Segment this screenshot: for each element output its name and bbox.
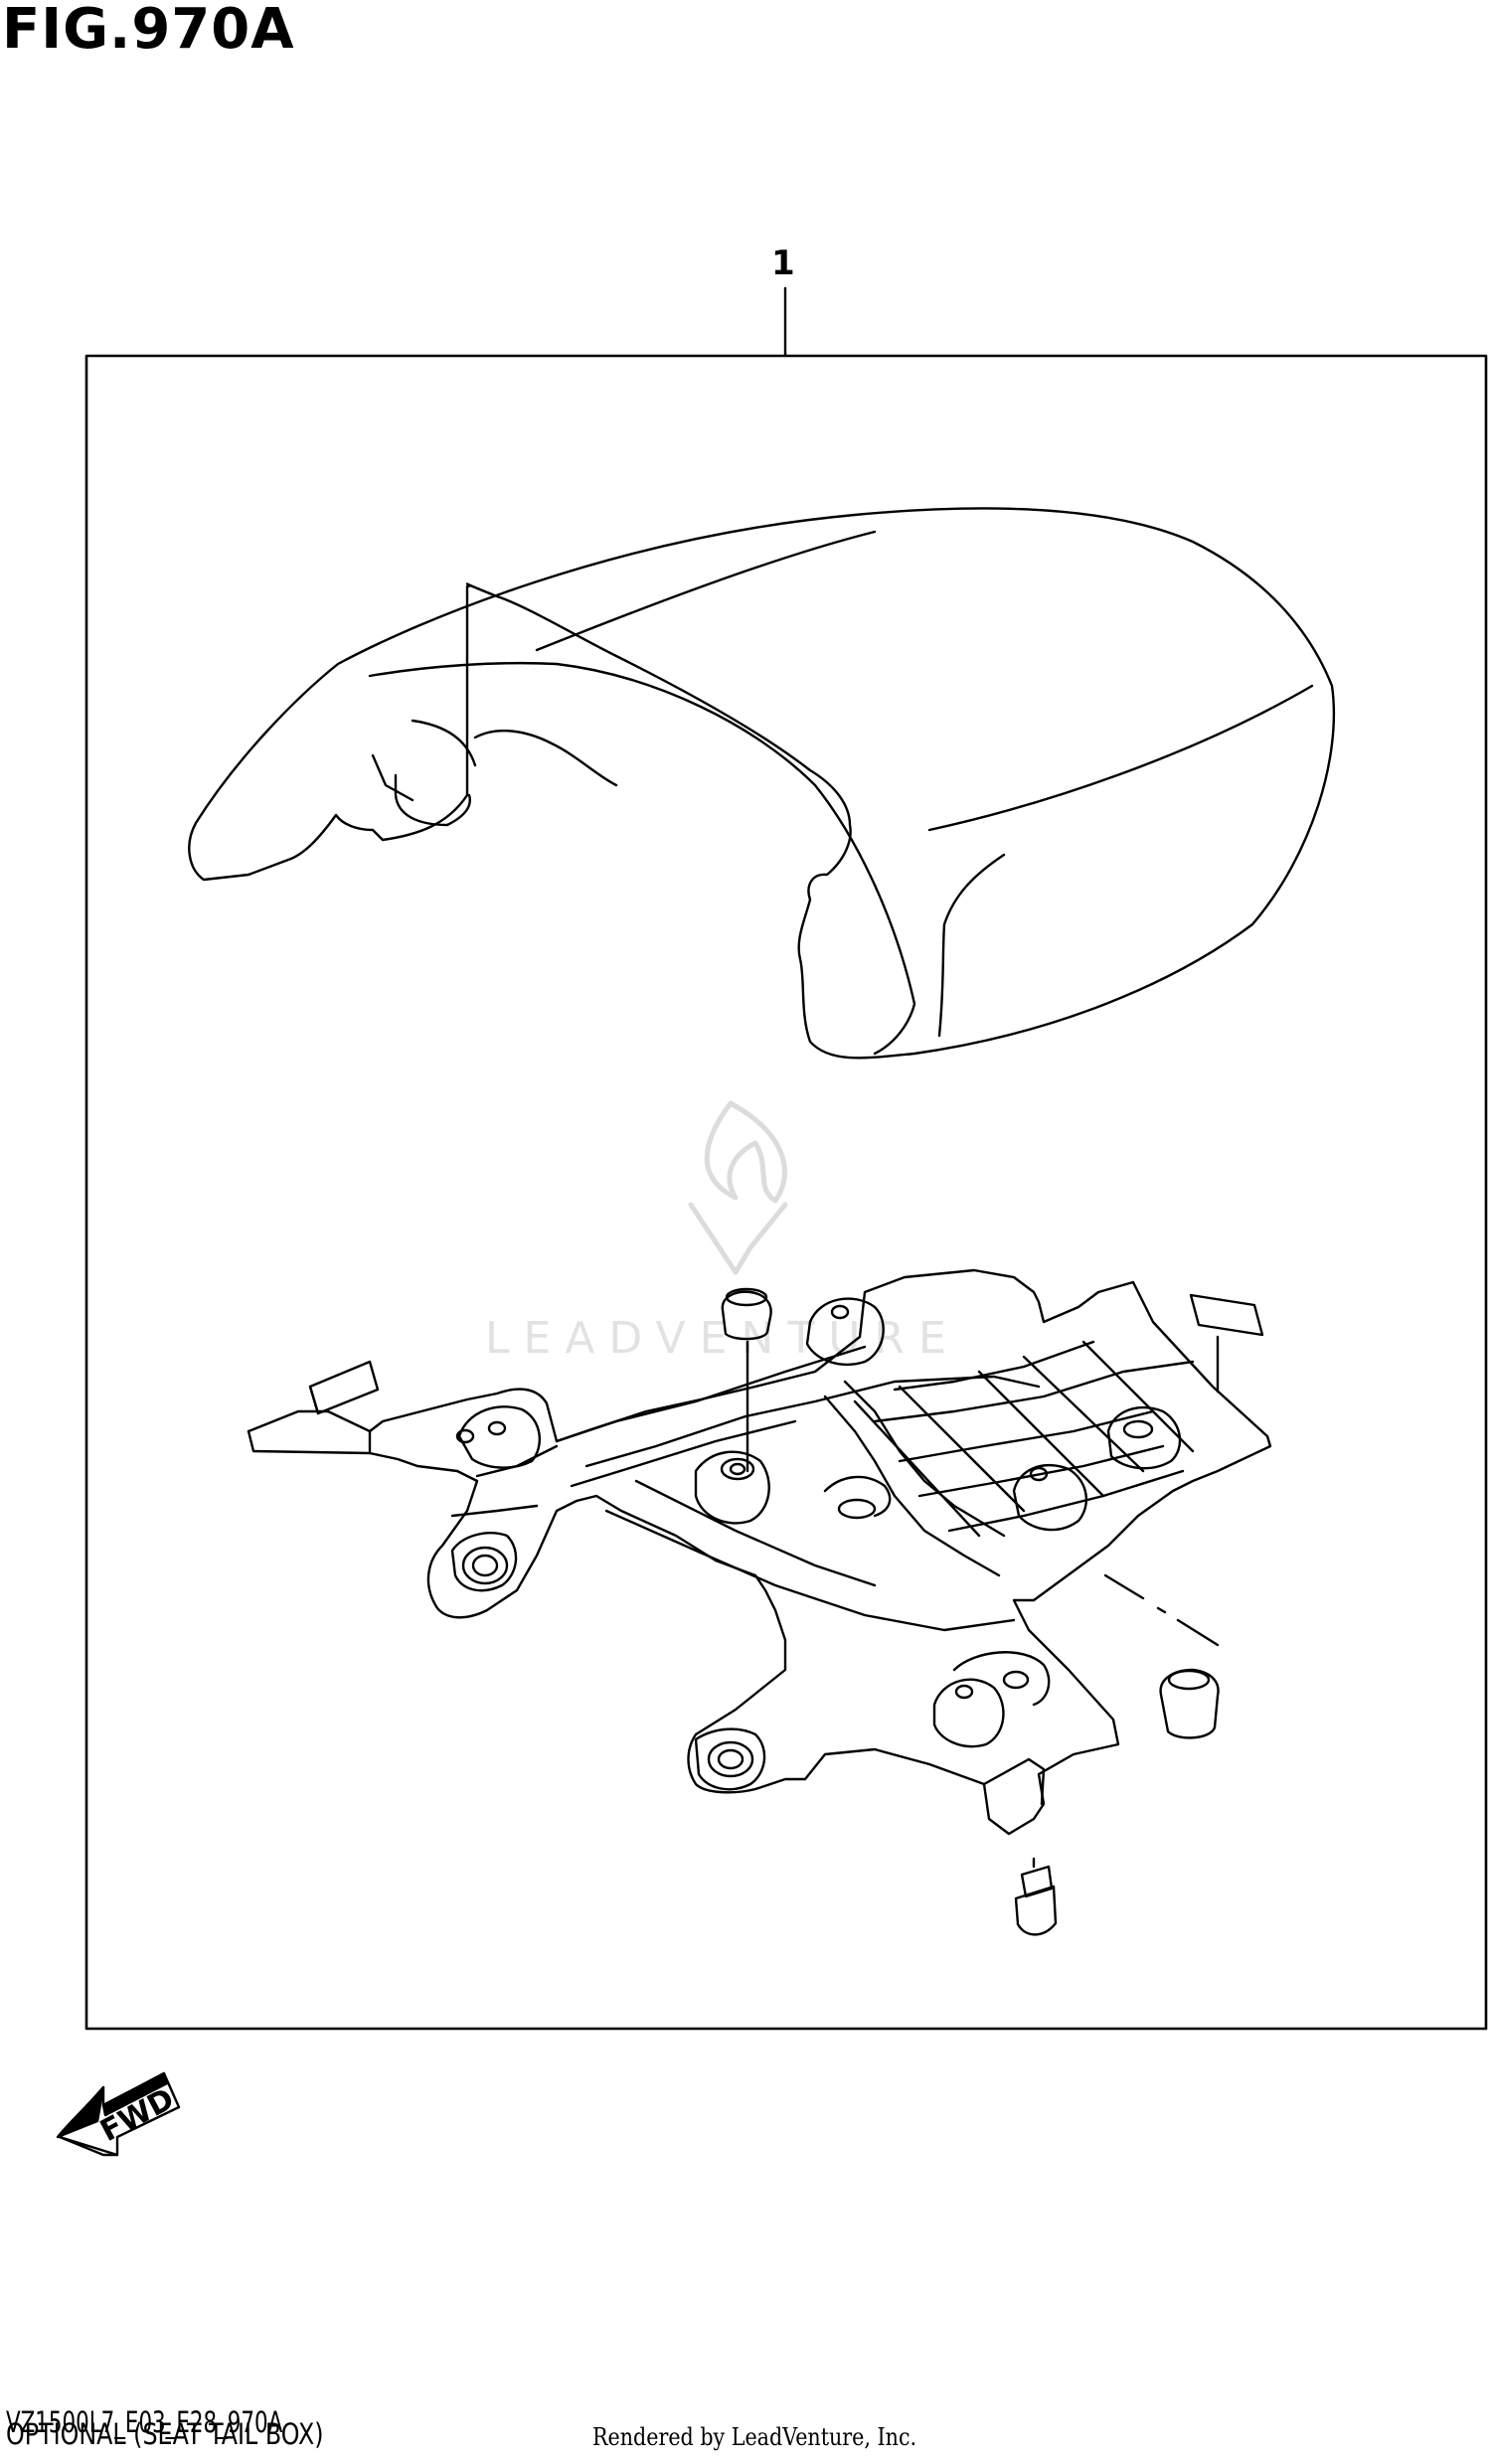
diagram-description: OPTIONAL (SEAT TAIL BOX): [6, 2417, 324, 2451]
figure-title: FIG.970A: [2, 0, 295, 62]
seat-tail-box-cover: [188, 507, 1336, 1060]
rubber-grommet-right: [1103, 1573, 1220, 1739]
assembly-frame: [84, 354, 1488, 2031]
rubber-grommet-top: [721, 1287, 772, 1473]
mounting-bolt: [1014, 1857, 1058, 1936]
rendered-by-credit: Rendered by LeadVenture, Inc.: [592, 2423, 917, 2451]
base-plate-bracket: [247, 1268, 1272, 1836]
watermark-logo: [688, 1100, 788, 1275]
part-callout-1[interactable]: 1: [771, 244, 795, 283]
fwd-arrow-icon: [56, 2071, 181, 2157]
leadventure-watermark: LEADVENTURE: [485, 1313, 960, 1364]
tape-pad-right: [1189, 1293, 1264, 1394]
diagram-code: VZ1500L7_E03_E28_970A: [6, 2405, 283, 2439]
tape-pad-left: [308, 1360, 380, 1415]
